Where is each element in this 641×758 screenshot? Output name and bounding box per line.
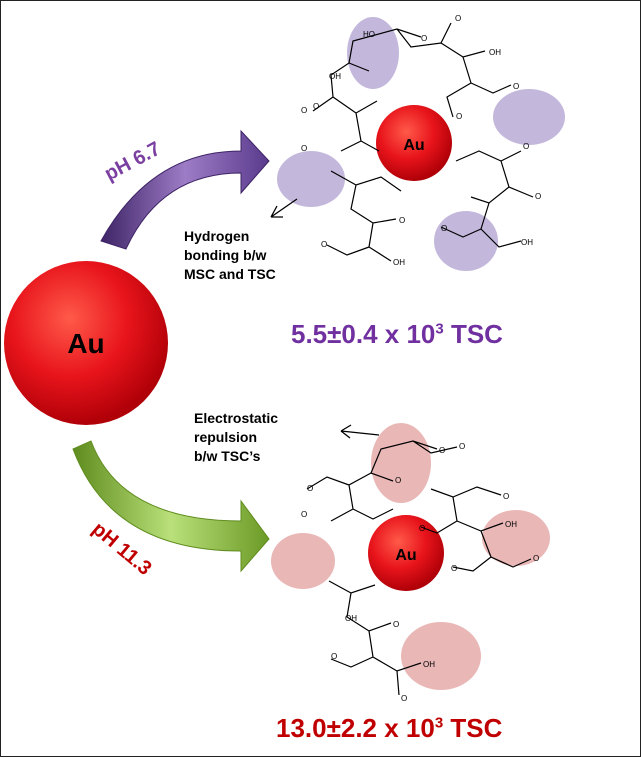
atom-label: O <box>313 102 319 111</box>
atom-label: O <box>533 554 539 563</box>
bottom-particle-label: Au <box>395 547 416 564</box>
top-count-exponent: 3 <box>435 320 444 338</box>
hydrogen-bonding-annotation: Hydrogen bonding b/w MSC and TSC <box>184 228 276 282</box>
top-count-mantissa: 5.5±0.4 x 10 <box>291 319 436 349</box>
repulsion-pointer-arrow <box>340 424 380 439</box>
atom-label: O <box>331 652 337 661</box>
central-gold-nanoparticle: Au <box>4 261 168 425</box>
top-count-unit: TSC <box>443 319 503 349</box>
atom-label: O <box>441 224 447 233</box>
atom-label: O <box>456 112 462 121</box>
atom-label: OH <box>393 258 405 267</box>
bottom-lobe-bottom <box>401 622 481 690</box>
atom-label: OH <box>521 238 533 247</box>
atom-label: O <box>535 192 541 201</box>
atom-label: OH <box>423 660 435 669</box>
bottom-citrate-bonds <box>306 440 532 696</box>
atom-label: O <box>395 476 401 485</box>
top-particle-label: Au <box>403 137 424 154</box>
electrostatic-repulsion-annotation: Electrostatic repulsion b/w TSC’s <box>194 410 279 464</box>
atom-label: O <box>301 106 307 115</box>
central-particle-label: Au <box>67 328 104 359</box>
atom-label: O <box>455 14 461 23</box>
atom-label: O <box>419 524 425 533</box>
bottom-count-unit: TSC <box>443 713 503 743</box>
top-citrate-bonds <box>312 22 534 262</box>
hydrogen-bonding-pointer-arrow <box>270 198 298 218</box>
atom-label: HO <box>363 30 375 39</box>
atom-label: O <box>503 492 509 501</box>
atom-label: O <box>523 142 529 151</box>
top-lobe-right <box>493 89 565 145</box>
atom-label: O <box>301 510 307 519</box>
atom-label: O <box>451 564 457 573</box>
atom-label: O <box>399 216 405 225</box>
atom-label: O <box>301 144 307 153</box>
atom-label: O <box>321 240 327 249</box>
bottom-lobe-left <box>271 533 335 589</box>
atom-label: O <box>307 484 313 493</box>
atom-label: O <box>513 82 519 91</box>
atom-label: O <box>393 620 399 629</box>
bottom-lobe-top <box>371 423 431 503</box>
bottom-citrate-complex: Au <box>271 423 550 696</box>
atom-label: OH <box>345 614 357 623</box>
top-lobe-bottom <box>434 211 498 271</box>
bottom-count-exponent: 3 <box>434 714 444 732</box>
atom-label: OH <box>505 520 517 529</box>
green-arrow <box>72 440 270 573</box>
bottom-tsc-count: 13.0±2.2 x 103 TSC <box>276 713 502 744</box>
atom-label: OH <box>329 72 341 81</box>
atom-label: O <box>459 442 465 451</box>
purple-arrow <box>100 129 270 250</box>
top-citrate-complex: Au <box>277 17 565 271</box>
atom-label: O <box>421 34 427 43</box>
top-tsc-count: 5.5±0.4 x 103 TSC <box>291 319 503 350</box>
atom-label: O <box>439 446 445 455</box>
atom-label: O <box>401 694 407 703</box>
atom-label: OH <box>489 48 501 57</box>
top-lobe-left <box>277 151 345 207</box>
bottom-count-mantissa: 13.0±2.2 x 10 <box>276 713 435 743</box>
top-lobe-top <box>347 17 399 89</box>
